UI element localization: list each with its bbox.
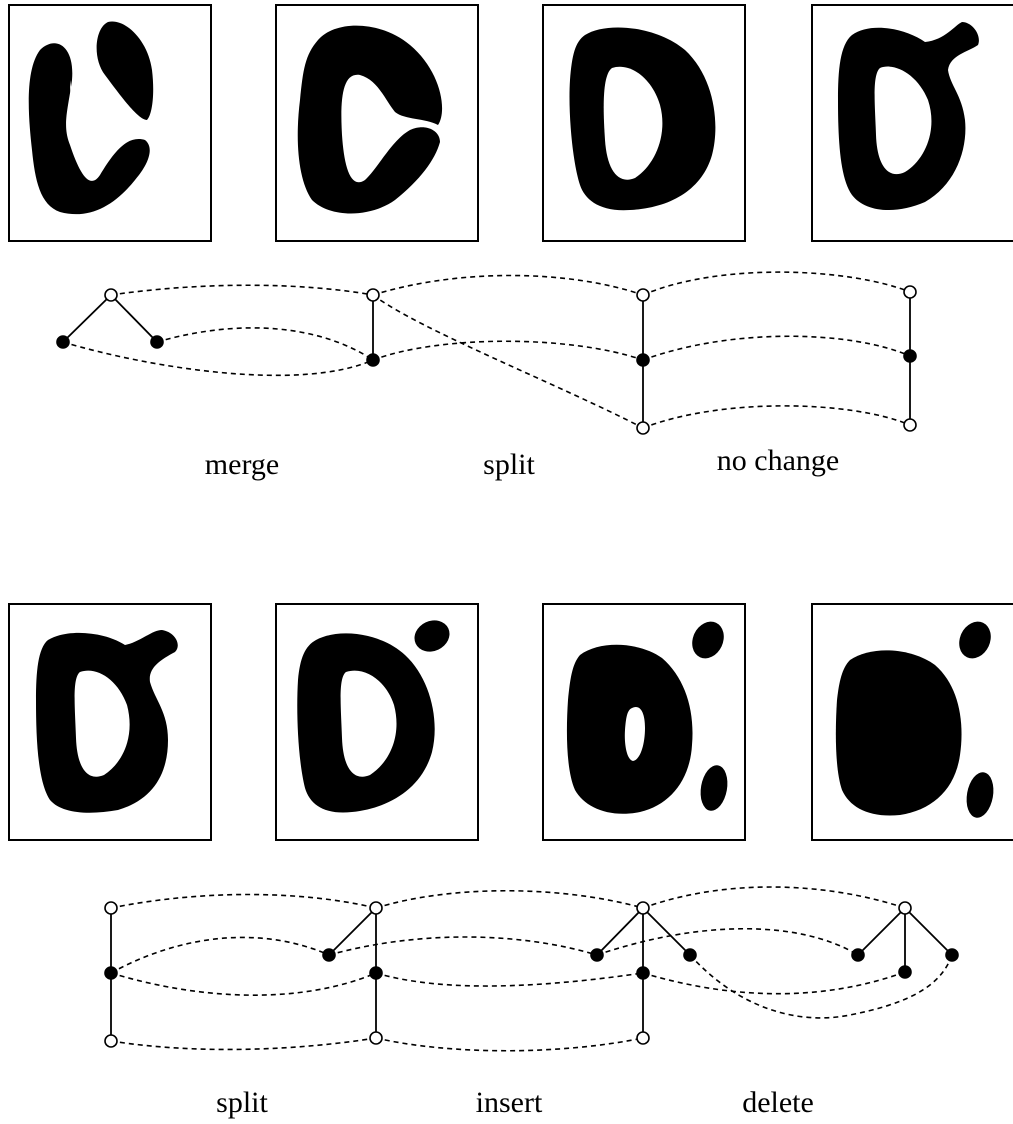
frame-top-4 (811, 4, 1013, 242)
caption-delete: delete (742, 1086, 814, 1119)
tracking-arc (642, 405, 911, 429)
caption-no-change: no change (716, 444, 840, 477)
tracking-arc (375, 972, 644, 987)
tracking-arc (110, 972, 377, 996)
node-open (903, 285, 917, 299)
shape-component (297, 25, 443, 214)
caption-split: split (483, 448, 535, 481)
node-open (104, 1034, 118, 1048)
shape-component (959, 621, 991, 659)
node-filled (322, 948, 336, 962)
tracking-arc (689, 954, 953, 1019)
tracking-arc (642, 971, 906, 995)
shape-component (28, 43, 150, 215)
tracking-arc (642, 886, 906, 909)
node-open (369, 901, 383, 915)
tree-edge (110, 294, 158, 343)
node-filled (590, 948, 604, 962)
shape-hole (340, 670, 397, 777)
shape-hole (603, 66, 663, 180)
shape-hole (74, 670, 130, 777)
node-filled (945, 948, 959, 962)
shape-component (700, 765, 728, 811)
shape-hole (874, 66, 932, 175)
graph-top (56, 271, 917, 435)
node-filled (903, 349, 917, 363)
frame-top-3 (542, 4, 746, 242)
node-filled (636, 966, 650, 980)
tracking-arc (372, 340, 644, 361)
node-filled (898, 965, 912, 979)
tree-edge (328, 907, 377, 956)
tracking-arc (642, 271, 911, 296)
tracking-arc (375, 1037, 644, 1052)
node-open (369, 1031, 383, 1045)
node-open (104, 901, 118, 915)
tracking-arc (62, 341, 374, 377)
node-filled (369, 966, 383, 980)
tracking-arc (372, 294, 644, 429)
caption-merge: merge (204, 448, 280, 481)
frame-bottom-4 (811, 603, 1013, 841)
node-filled (366, 353, 380, 367)
shape-component (692, 621, 724, 659)
node-open (636, 1031, 650, 1045)
node-open (636, 421, 650, 435)
caption-split: split (216, 1086, 268, 1119)
node-filled (56, 335, 70, 349)
frame-bottom-2 (275, 603, 479, 841)
caption-insert: insert (475, 1086, 543, 1119)
node-open (366, 288, 380, 302)
node-open (104, 288, 118, 302)
node-open (898, 901, 912, 915)
tracking-arc (375, 890, 644, 909)
tracking-arc (110, 936, 330, 974)
node-open (636, 288, 650, 302)
node-filled (104, 966, 118, 980)
tracking-arc (110, 893, 377, 909)
tracking-arc (110, 1037, 377, 1051)
tree-edge (596, 907, 644, 956)
tracking-arc (110, 284, 374, 296)
shape-component (96, 21, 154, 120)
graph-bottom (104, 886, 959, 1052)
tracking-arc (156, 327, 374, 361)
shape-component (414, 620, 450, 652)
shape-hole (624, 706, 645, 761)
tracking-arc (328, 936, 598, 956)
tracking-arc (642, 335, 911, 361)
frame-top-2 (275, 4, 479, 242)
node-open (636, 901, 650, 915)
shape-component (835, 650, 962, 816)
tree-edge (904, 907, 953, 956)
node-filled (636, 353, 650, 367)
tree-edge (642, 907, 691, 956)
shape-component (966, 772, 994, 818)
node-filled (150, 335, 164, 349)
node-filled (851, 948, 865, 962)
frame-bottom-1 (8, 603, 212, 841)
tree-edge (857, 907, 906, 956)
tracking-arc (372, 274, 644, 296)
frame-bottom-3 (542, 603, 746, 841)
frame-top-1 (8, 4, 212, 242)
node-open (903, 418, 917, 432)
tracking-arc (596, 928, 859, 956)
node-filled (683, 948, 697, 962)
tree-edge (62, 294, 112, 343)
